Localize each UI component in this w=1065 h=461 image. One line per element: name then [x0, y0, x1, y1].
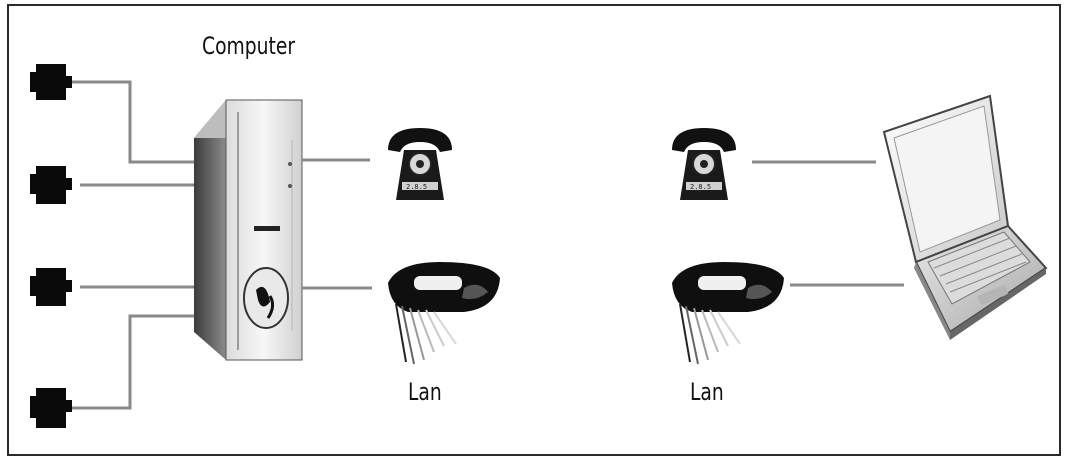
lan-modem-icon [388, 262, 500, 365]
laptop-links [752, 160, 904, 287]
port-cable-1 [68, 80, 202, 164]
lan-label-right: Lan [690, 378, 724, 406]
telephone-icon: 2.8.5 [672, 128, 736, 200]
laptop-icon [882, 94, 1048, 340]
svg-text:2.8.5: 2.8.5 [406, 183, 427, 191]
port-plug-icon [30, 268, 72, 306]
computer-links [302, 158, 372, 290]
telephone-icon: 2.8.5 [388, 128, 452, 200]
lan-modem-icon [672, 262, 784, 365]
port-plug-icon [30, 388, 72, 428]
lan-label-left: Lan [408, 378, 442, 406]
computer-tower-icon [194, 99, 303, 361]
computer-label: Computer [202, 32, 296, 60]
diagram-frame [7, 4, 1061, 456]
port-plug-icon [30, 166, 72, 204]
port-cables [68, 80, 202, 410]
svg-text:2.8.5: 2.8.5 [690, 183, 711, 191]
port-cable-4 [68, 314, 196, 410]
port-plug-icon [30, 64, 72, 100]
